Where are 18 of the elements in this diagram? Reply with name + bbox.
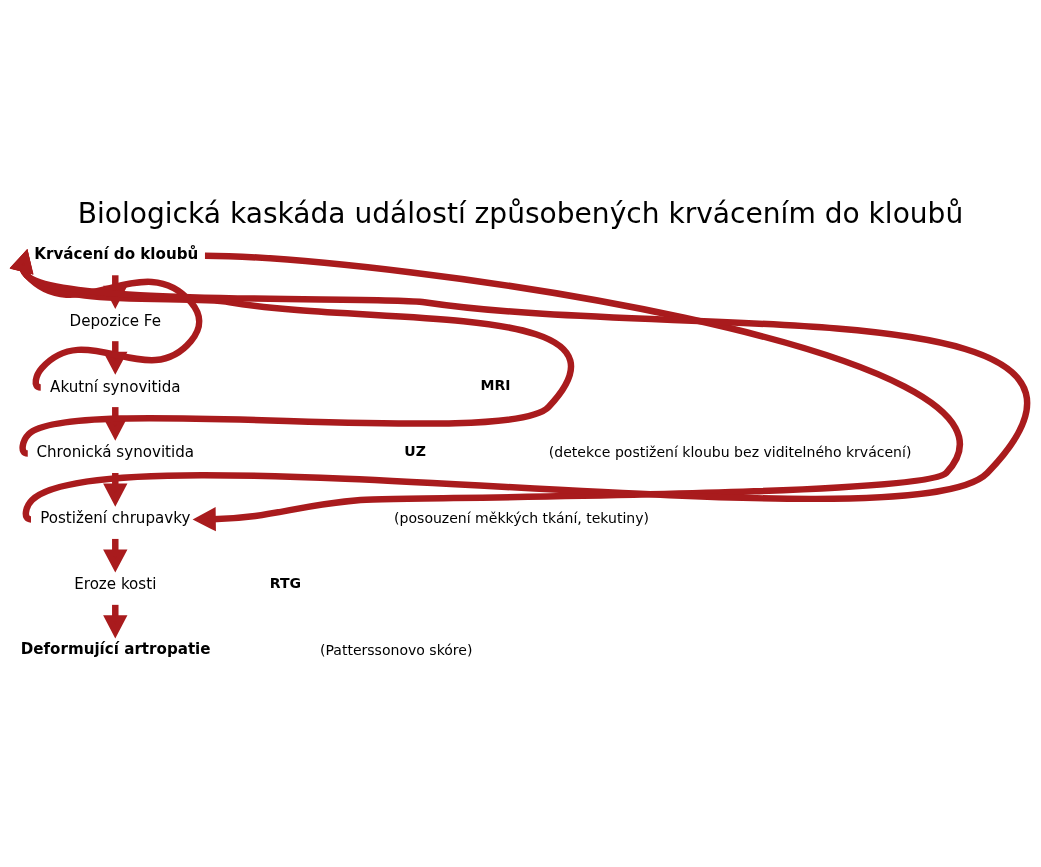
label: MRI — [480, 377, 511, 394]
label: RTG — [269, 574, 302, 591]
arrow — [9, 249, 573, 455]
arrow — [9, 249, 1029, 520]
label: UZ — [404, 443, 426, 460]
node-text: Postižení chrupavky — [40, 509, 191, 528]
node-text: Krvácení do kloubů — [34, 244, 199, 263]
label: (posouzení měkkých tkání, tekutiny) — [394, 510, 650, 527]
diagram-title: Biologická kaskáda událostí způsobených krvácením do kloubů — [77, 197, 964, 231]
node-text: Akutní synovitida — [50, 377, 181, 396]
node-text: Deformující artropatie — [20, 640, 211, 659]
node-text: Chronická synovitida — [36, 443, 195, 462]
arrow — [9, 248, 203, 391]
arrow — [192, 252, 961, 532]
label: (Patterssonovo skóre) — [320, 641, 473, 658]
node-text: Eroze kosti — [74, 575, 157, 594]
label: (detekce postižení kloubu bez viditelného krvácení) — [548, 444, 912, 461]
node-text: Depozice Fe — [69, 311, 162, 330]
